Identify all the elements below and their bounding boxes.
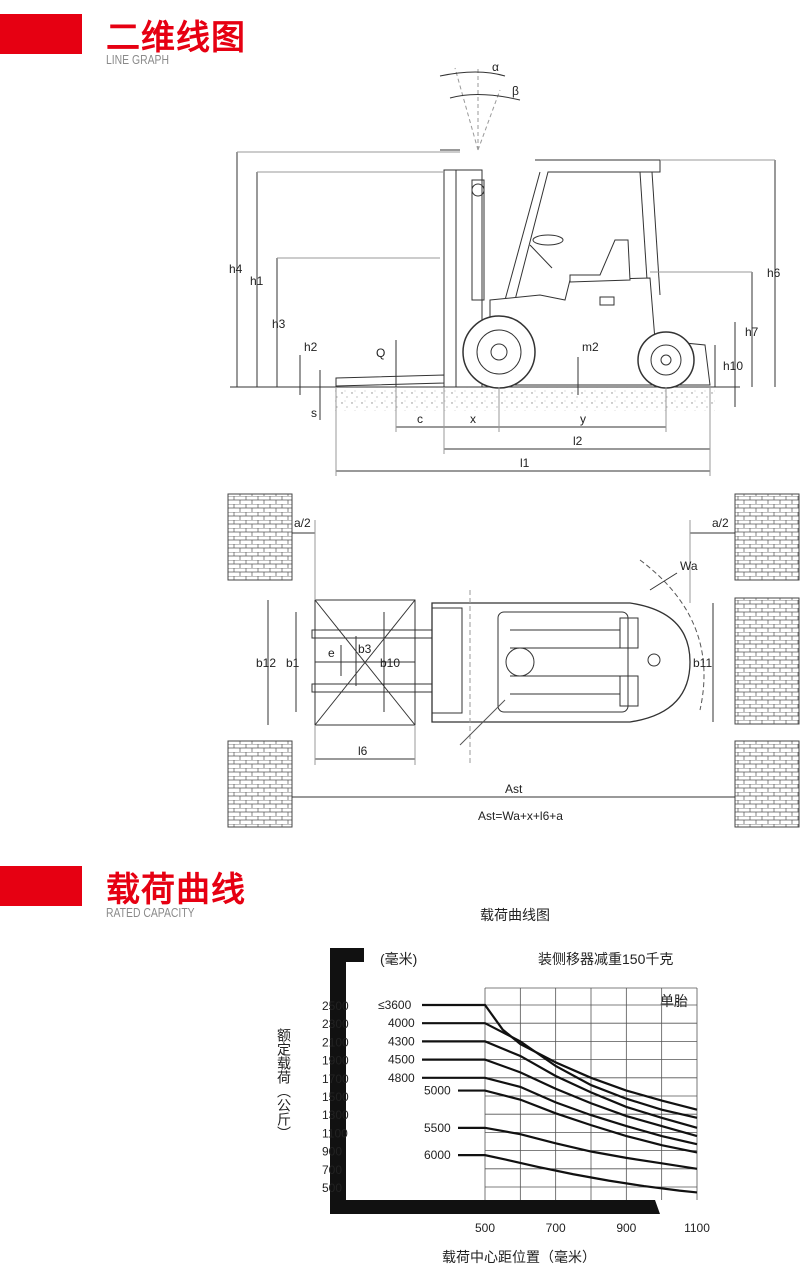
y-tick-label: 700 xyxy=(322,1163,342,1177)
y-tick-label: 2500 xyxy=(322,999,349,1013)
dim-label-h4: h4 xyxy=(229,262,243,276)
x-tick-label: 900 xyxy=(616,1221,636,1235)
forklift-top-view: a/2 a/2 Wa b12 b1 e b3 b10 b11 l6 Ast As… xyxy=(227,493,800,828)
y-tick-label: 500 xyxy=(322,1181,342,1195)
y-tick-label: 1100 xyxy=(322,1126,348,1140)
x-tick-label: 500 xyxy=(475,1221,495,1235)
dim-label-l1: l1 xyxy=(520,456,530,470)
y-tick-label: 1300 xyxy=(322,1108,349,1122)
series-line xyxy=(458,1154,698,1194)
y-tick-label: 1500 xyxy=(322,1090,349,1104)
dim-label-l2: l2 xyxy=(573,434,583,448)
dim-label-b11: b11 xyxy=(693,656,712,670)
wall-top-left xyxy=(227,493,293,581)
section-subtitle-rated-capacity: RATED CAPACITY xyxy=(106,905,195,920)
dim-label-b1: b1 xyxy=(286,656,300,670)
chart-frame xyxy=(332,950,655,1213)
series-label: 4300 xyxy=(388,1034,415,1048)
dim-label-e: e xyxy=(328,646,335,660)
section-accent-bar xyxy=(0,14,82,54)
wall-mid-right xyxy=(734,597,800,725)
dim-label-ast: Ast xyxy=(505,782,523,796)
chart-xlabel: 载荷中心距位置（毫米） xyxy=(442,1249,596,1265)
series-line xyxy=(422,1040,698,1129)
x-tick-label: 700 xyxy=(546,1221,566,1235)
chart-tire-label: 单胎 xyxy=(660,993,688,1009)
dim-label-l6: l6 xyxy=(358,744,368,758)
section-title-rated-capacity: 载荷曲线 xyxy=(106,871,246,909)
dim-label-a2-left: a/2 xyxy=(294,516,311,530)
dim-label-h10: h10 xyxy=(723,359,743,373)
series-line xyxy=(422,1058,698,1138)
dim-label-x: x xyxy=(470,412,476,426)
dim-label-h3: h3 xyxy=(272,317,286,331)
series-line xyxy=(422,1022,698,1119)
dim-label-b3: b3 xyxy=(358,642,372,656)
chart-unit-label: (毫米) xyxy=(380,951,417,967)
dim-label-h6: h6 xyxy=(767,266,781,280)
dim-label-q: Q xyxy=(376,346,385,360)
series-line xyxy=(422,1003,698,1111)
y-tick-label: 900 xyxy=(322,1145,342,1159)
y-tick-label: 2300 xyxy=(322,1017,349,1031)
series-label: 4000 xyxy=(388,1016,415,1030)
chart-note: 装侧移器减重150千克 xyxy=(538,951,673,967)
dim-label-c: c xyxy=(417,412,423,426)
dim-formula-ast: Ast=Wa+x+l6+a xyxy=(478,809,563,823)
chart-ylabel: 额定载荷（公斤） xyxy=(276,1028,292,1140)
dim-label-b12: b12 xyxy=(256,656,276,670)
series-label: 5500 xyxy=(424,1121,451,1135)
series-label: 4500 xyxy=(388,1053,415,1067)
dim-label-wa: Wa xyxy=(680,559,698,573)
dim-label-beta: β xyxy=(512,84,519,98)
dim-label-alpha: α xyxy=(492,60,499,74)
series-label: ≤3600 xyxy=(378,998,412,1012)
y-tick-label: 2100 xyxy=(322,1035,349,1049)
section-title-line-graph: 二维线图 xyxy=(106,19,246,57)
series-label: 4800 xyxy=(388,1071,415,1085)
series-label: 5000 xyxy=(424,1084,451,1098)
series-label: 6000 xyxy=(424,1148,451,1162)
dim-label-h1: h1 xyxy=(250,274,264,288)
y-tick-label: 1900 xyxy=(322,1054,349,1068)
forklift-side-view: α β h4 h1 h3 h2 s Q m2 h6 h7 h10 c x y l… xyxy=(229,60,781,476)
wall-bottom-right xyxy=(734,740,800,828)
wall-top-right xyxy=(734,493,800,581)
section-subtitle-line-graph: LINE GRAPH xyxy=(106,52,169,67)
dim-label-h7: h7 xyxy=(745,325,759,339)
dim-label-y: y xyxy=(580,412,586,426)
series-line xyxy=(458,1089,698,1154)
series-line xyxy=(458,1126,698,1170)
dim-label-a2-right: a/2 xyxy=(712,516,729,530)
dim-label-h2: h2 xyxy=(304,340,318,354)
dim-label-m2: m2 xyxy=(582,340,599,354)
section-accent-bar xyxy=(0,866,82,906)
x-tick-label: 1100 xyxy=(684,1221,710,1235)
dim-label-b10: b10 xyxy=(380,656,400,670)
wall-bottom-left xyxy=(227,740,293,828)
series-line xyxy=(422,1076,698,1146)
y-tick-label: 1700 xyxy=(322,1072,349,1086)
chart-title: 载荷曲线图 xyxy=(480,907,550,923)
dim-label-s: s xyxy=(311,406,317,420)
